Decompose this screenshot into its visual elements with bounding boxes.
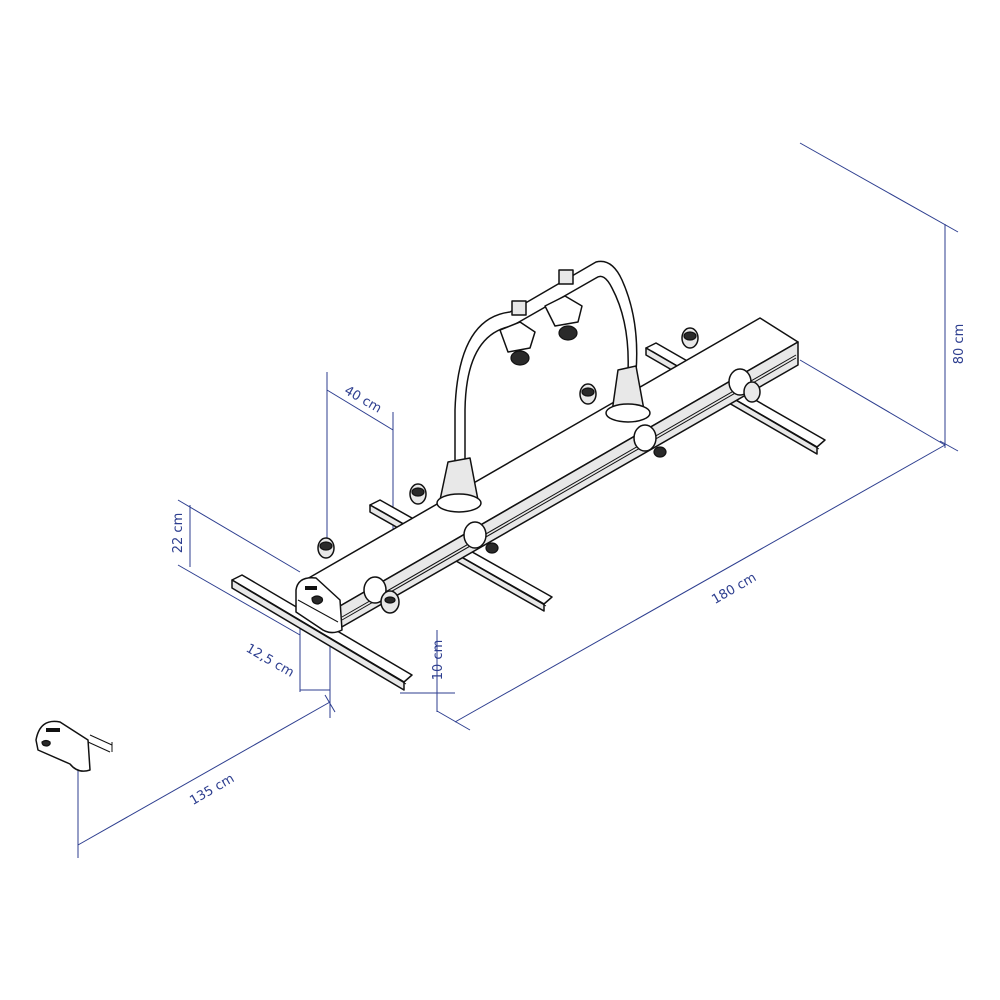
length-label: 180 cm: [709, 570, 759, 607]
knob-front-left: [317, 537, 335, 559]
beam-height-label: 22 cm: [171, 513, 186, 554]
bike-clamp-left: [499, 300, 536, 366]
end-cap-detail: [35, 720, 113, 772]
end-cap-front: [295, 577, 343, 634]
rail-height-label: 10 cm: [431, 640, 446, 681]
width-label: 135 cm: [187, 771, 237, 808]
knob-centre-right: [633, 424, 667, 458]
height-total-label: 80 cm: [952, 324, 967, 365]
knob-front-right: [363, 576, 400, 614]
dimension-lines: [77, 142, 959, 858]
knob-middle-left: [409, 483, 427, 505]
knob-rear-left: [681, 327, 699, 349]
main-beam: [299, 317, 799, 629]
knob-middle-right: [463, 521, 499, 554]
knob-centre-left: [579, 383, 597, 405]
knob-rear-right: [728, 368, 761, 403]
bike-clamp-right: [544, 269, 583, 341]
frame-holder-arch: [436, 260, 651, 513]
end-cap-depth-label: 12,5 cm: [243, 641, 296, 680]
